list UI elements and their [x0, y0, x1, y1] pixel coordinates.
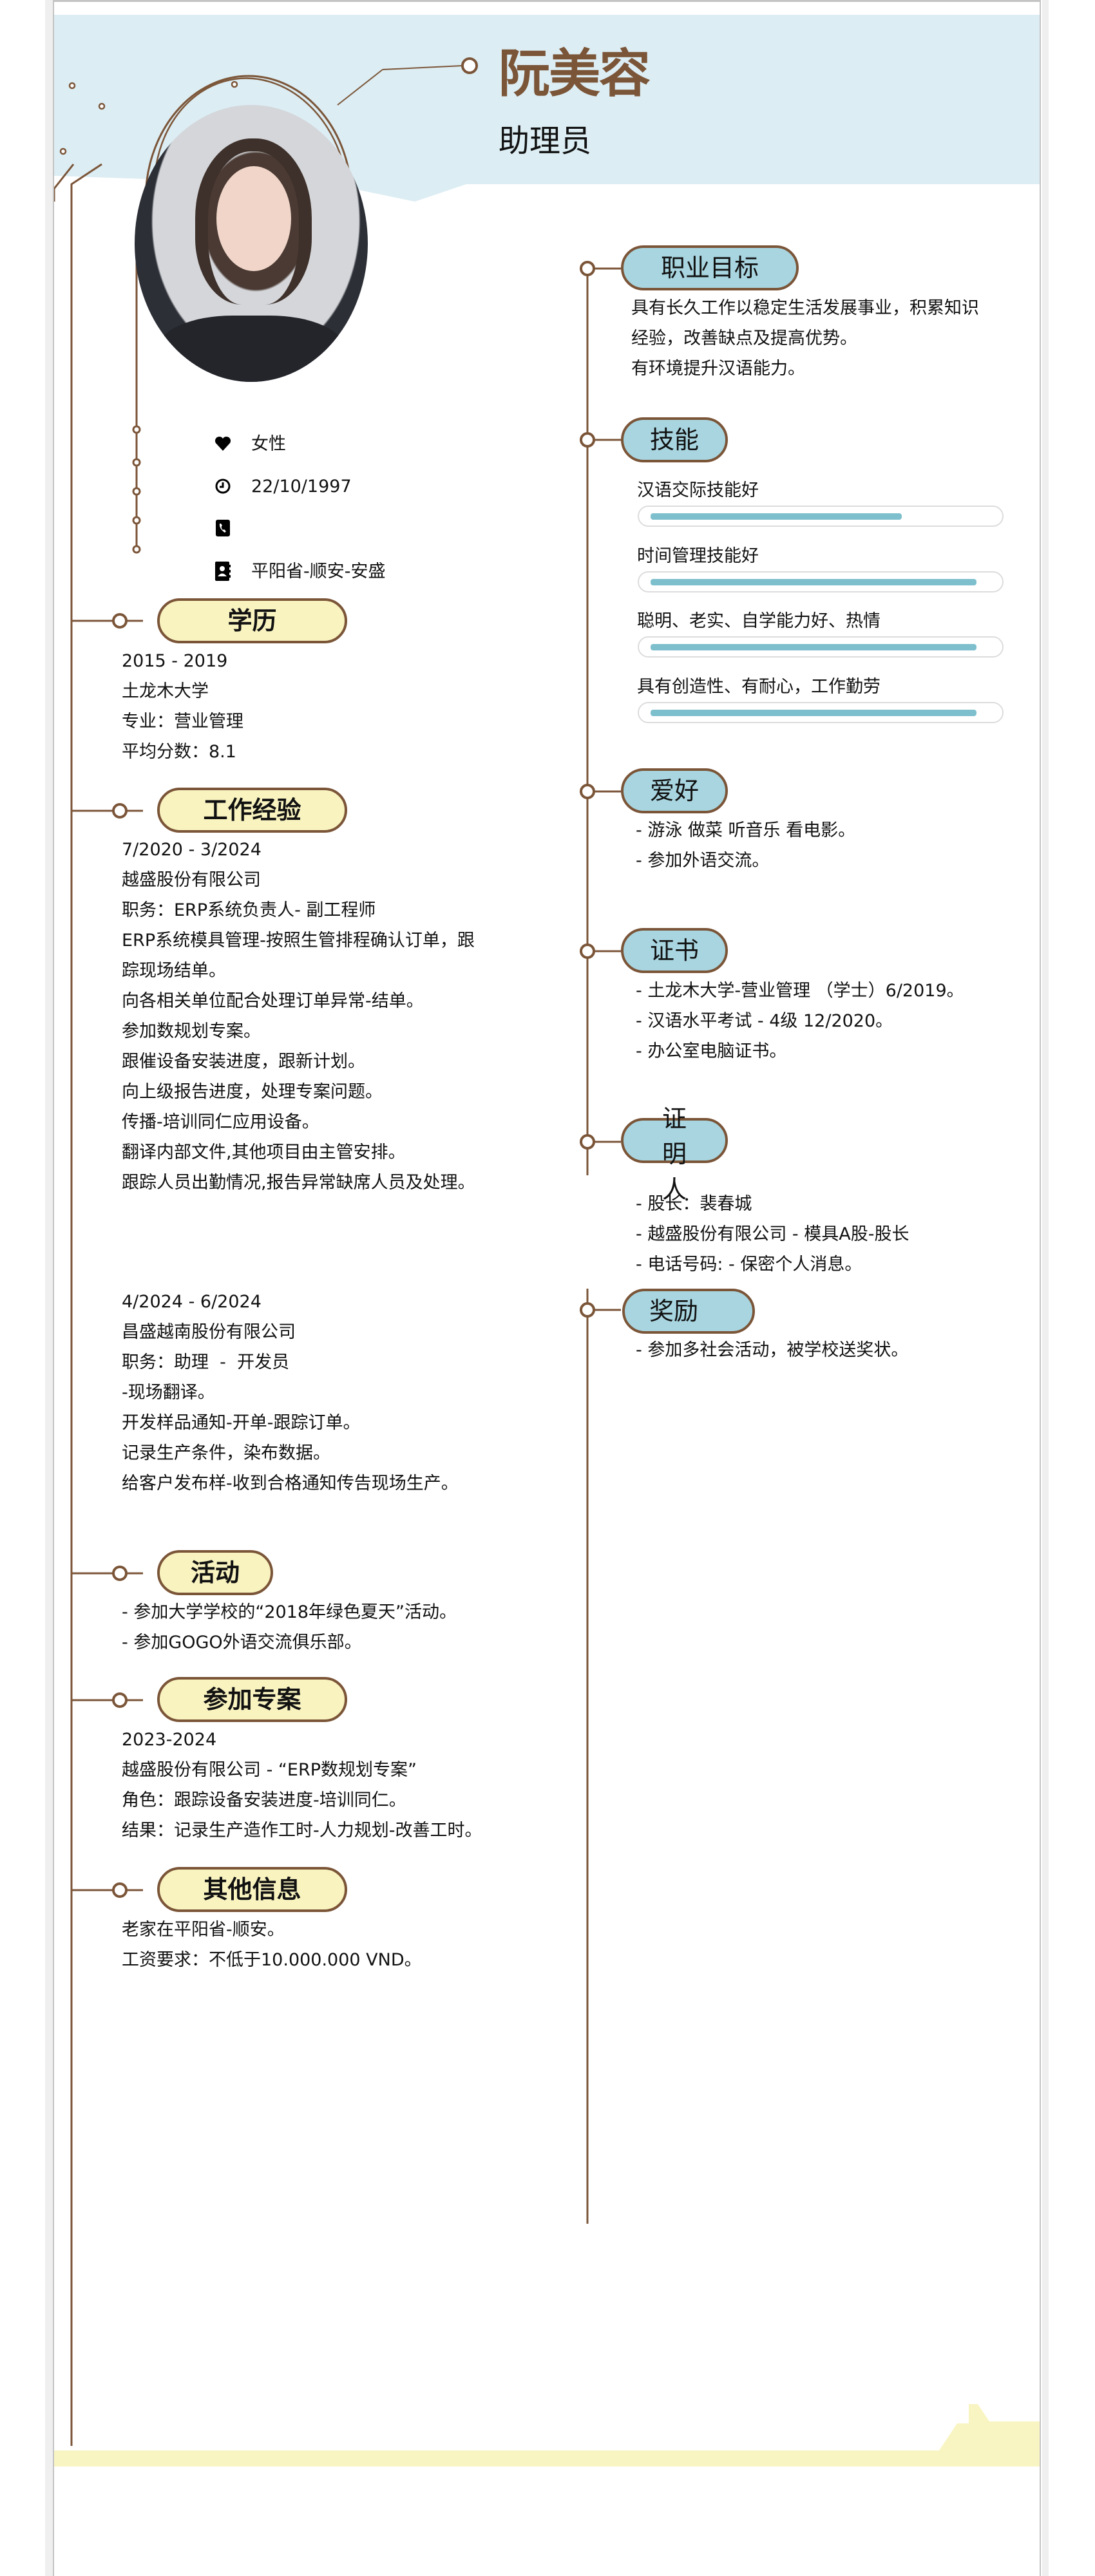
- heart-icon: [214, 435, 232, 453]
- education-line: 专业：营业管理: [122, 712, 243, 732]
- job-line: 越盛股份有限公司: [122, 870, 261, 890]
- references-lines: - 股长：裴春城 - 越盛股份有限公司 - 模具A股-股长 - 电话号码: - 保密…: [636, 1189, 909, 1280]
- heading-projects: 参加专案: [157, 1677, 347, 1722]
- job-line: 向各相关单位配合处理订单异常-结单。: [122, 991, 424, 1011]
- references-heading-text: 证明人: [662, 1104, 687, 1204]
- activity-line: - 参加GOGO外语交流俱乐部。: [122, 1633, 362, 1653]
- project-line: 2023-2024: [122, 1730, 217, 1750]
- job-line: 踪现场结单。: [122, 961, 226, 981]
- education-lines: 2015 - 2019 土龙木大学专业：营业管理平均分数：8.1: [122, 646, 243, 767]
- address-value: 平阳省-顺安-安盛: [251, 561, 386, 582]
- activities-lines: - 参加大学学校的“2018年绿色夏天”活动。 - 参加GOGO外语交流俱乐部。: [122, 1597, 457, 1658]
- heading-certificates: 证书: [621, 928, 728, 973]
- job-line: 开发样品通知-开单-跟踪订单。: [122, 1413, 361, 1433]
- info-phone[interactable]: [214, 519, 251, 537]
- job-line: 7/2020 - 3/2024: [122, 840, 262, 860]
- skill-label: 时间管理技能好: [637, 546, 759, 566]
- certificate-line: - 汉语水平考试 - 4级 12/2020。: [636, 1011, 893, 1031]
- education-line: 土龙木大学: [122, 681, 209, 701]
- other-line: 老家在平阳省-顺安。: [122, 1920, 285, 1940]
- gender-value: 女性: [251, 433, 286, 454]
- skill-label: 具有创造性、有耐心，工作勤劳: [637, 677, 881, 697]
- objective-lines: 具有长久工作以稳定生活发展事业，积累知识经验，改善缺点及提高优势。有环境提升汉语…: [631, 293, 979, 384]
- skill-bar-fill: [651, 513, 902, 520]
- project-line: 角色：跟踪设备安装进度-培训同仁。: [122, 1790, 406, 1810]
- job-line: 职务：ERP系统负责人- 副工程师: [122, 900, 376, 920]
- certificate-line: - 土龙木大学-营业管理 （学士）6/2019。: [636, 981, 964, 1001]
- job-line: 4/2024 - 6/2024: [122, 1292, 262, 1312]
- heading-career-objective: 职业目标: [621, 245, 799, 290]
- job-line: 给客户发布样-收到合格通知传告现场生产。: [122, 1473, 459, 1493]
- objective-line: 具有长久工作以稳定生活发展事业，积累知识: [631, 298, 979, 318]
- skill-bar: [638, 571, 1004, 592]
- skill-bar: [638, 636, 1004, 658]
- clock-icon: [214, 477, 232, 495]
- skill-bar: [638, 506, 1004, 527]
- project-line: 结果：记录生产造作工时-人力规划-改善工时。: [122, 1821, 482, 1841]
- job-1: 7/2020 - 3/2024 越盛股份有限公司职务：ERP系统负责人- 副工程师…: [122, 835, 475, 1198]
- heading-awards: 奖励: [622, 1289, 755, 1334]
- info-birthdate: 22/10/1997: [214, 477, 352, 495]
- certificates-lines: - 土龙木大学-营业管理 （学士）6/2019。 - 汉语水平考试 - 4级 12…: [636, 976, 964, 1066]
- info-gender: 女性: [214, 435, 286, 453]
- hobby-line: - 游泳 做菜 听音乐 看电影。: [636, 820, 856, 840]
- job-line: 职务：助理 - 开发员: [122, 1352, 290, 1372]
- activity-line: - 参加大学学校的“2018年绿色夏天”活动。: [122, 1602, 457, 1622]
- skill-bar: [638, 702, 1004, 723]
- reference-line: - 越盛股份有限公司 - 模具A股-股长: [636, 1224, 909, 1244]
- certificate-line: - 办公室电脑证书。: [636, 1041, 787, 1061]
- birthdate-value: 22/10/1997: [251, 476, 352, 497]
- job-line: ERP系统模具管理-按照生管排程确认订单，跟: [122, 931, 475, 951]
- job-line: 向上级报告进度，处理专案问题。: [122, 1082, 383, 1102]
- reference-line: - 股长：裴春城: [636, 1194, 752, 1214]
- other-line: 工资要求：不低于10.000.000 VND。: [122, 1950, 422, 1970]
- candidate-title: 助理员: [499, 123, 592, 159]
- job-line: 昌盛越南股份有限公司: [122, 1322, 296, 1342]
- job-2: 4/2024 - 6/2024 昌盛越南股份有限公司职务：助理 - 开发员 -现场翻…: [122, 1287, 459, 1499]
- candidate-name: 阮美容: [499, 44, 651, 104]
- skill-bar-fill: [651, 644, 976, 650]
- heading-other-info: 其他信息: [157, 1867, 347, 1912]
- heading-work-experience: 工作经验: [157, 788, 347, 833]
- heading-education: 学历: [157, 598, 347, 643]
- job-line: -现场翻译。: [122, 1383, 215, 1403]
- objective-line: 有环境提升汉语能力。: [631, 359, 805, 379]
- award-line: - 参加多社会活动，被学校送奖状。: [636, 1340, 909, 1360]
- projects-lines: 2023-2024 越盛股份有限公司 - “ERP数规划专案” 角色：跟踪设备安装进…: [122, 1725, 482, 1846]
- job-line: 传播-培训同仁应用设备。: [122, 1112, 319, 1132]
- education-line: 平均分数：8.1: [122, 742, 236, 762]
- phone-icon: [214, 519, 232, 537]
- photo-face: [216, 166, 291, 271]
- other-info-lines: 老家在平阳省-顺安。工资要求：不低于10.000.000 VND。: [122, 1915, 422, 1975]
- info-address: 平阳省-顺安-安盛: [214, 561, 386, 582]
- right-gutter: [1042, 0, 1049, 2576]
- job-line: 记录生产条件，染布数据。: [122, 1443, 330, 1463]
- job-line: 参加数规划专案。: [122, 1021, 261, 1041]
- skill-bar-fill: [651, 579, 976, 585]
- job-line: 跟踪人员出勤情况,报告异常缺席人员及处理。: [122, 1173, 475, 1193]
- skill-label: 汉语交际技能好: [637, 480, 759, 500]
- heading-skills: 技能: [621, 417, 728, 462]
- photo-jacket: [158, 315, 345, 382]
- hobby-line: - 参加外语交流。: [636, 851, 770, 871]
- education-line: 2015 - 2019: [122, 651, 228, 671]
- awards-lines: - 参加多社会活动，被学校送奖状。: [636, 1335, 908, 1365]
- left-gutter: [45, 0, 53, 2576]
- skill-label: 聪明、老实、自学能力好、热情: [637, 611, 881, 631]
- hobbies-lines: - 游泳 做菜 听音乐 看电影。 - 参加外语交流。: [636, 815, 855, 876]
- heading-hobbies: 爱好: [621, 768, 728, 813]
- objective-line: 经验，改善缺点及提高优势。: [631, 328, 857, 348]
- job-line: 翻译内部文件,其他项目由主管安排。: [122, 1142, 406, 1162]
- heading-activities: 活动: [157, 1550, 273, 1595]
- contact-card-icon: [214, 562, 232, 581]
- profile-photo: [135, 105, 368, 382]
- job-line: 跟催设备安装进度，跟新计划。: [122, 1052, 365, 1072]
- skill-bar-fill: [651, 710, 976, 716]
- reference-line: - 电话号码: - 保密个人消息。: [636, 1255, 862, 1274]
- heading-references: 证明人: [621, 1104, 728, 1204]
- resume-page: 阮美容 助理员 女性 22/10/1997 平阳省-顺安-安盛 学历 2015 …: [53, 0, 1041, 2576]
- project-line: 越盛股份有限公司 - “ERP数规划专案”: [122, 1760, 417, 1780]
